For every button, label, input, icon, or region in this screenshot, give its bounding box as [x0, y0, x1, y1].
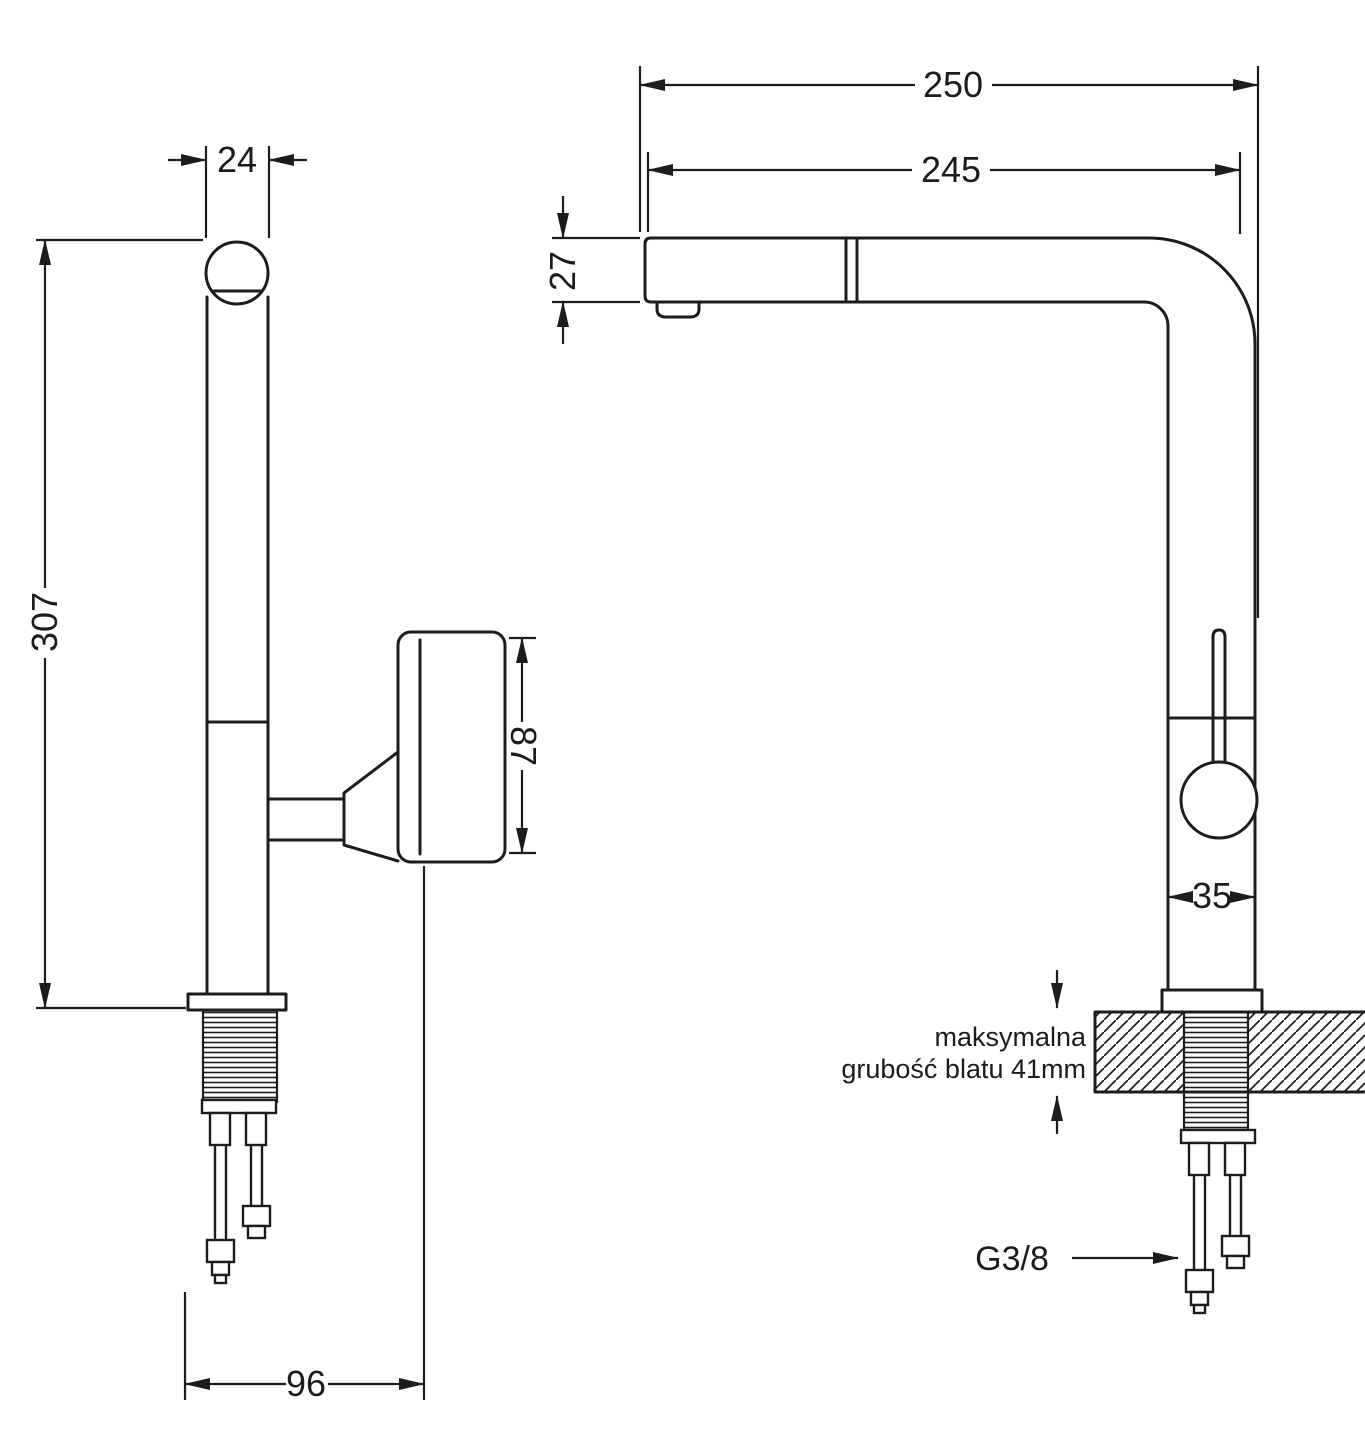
spout-top-circle [204, 240, 270, 306]
spout-inner-outline [649, 300, 1170, 992]
thread-size-label: G3/8 [975, 1240, 1049, 1278]
spout-tip-cap [643, 236, 653, 304]
dim-96-label: 96 [286, 1363, 326, 1404]
dimension-total-height: 307 [24, 238, 203, 1010]
base-flange-front [1160, 988, 1264, 1014]
thread-size-callout: G3/8 [975, 1240, 1179, 1278]
dim-307-label: 307 [24, 592, 65, 652]
front-view: 250 245 27 35 maksymalna grubość bla [542, 64, 1365, 1315]
supply-hoses-side [200, 1098, 278, 1285]
dim-24-label: 24 [217, 139, 257, 180]
dimension-body-diameter: 35 [1167, 875, 1256, 916]
dimension-spout-pipe-width: 24 [168, 139, 307, 238]
dim-250-label: 250 [923, 64, 983, 105]
dim-245-label: 245 [921, 149, 981, 190]
lever-handle-block [396, 630, 507, 864]
counter-note-line1: maksymalna [934, 1022, 1087, 1052]
countertop-hatch-left [1095, 1012, 1184, 1092]
mounting-thread-side [201, 1008, 279, 1104]
counter-note-line2: grubość blatu 41mm [841, 1054, 1086, 1084]
countertop-hatch-right [1248, 1012, 1365, 1092]
dimension-spout-end-height: 27 [542, 196, 640, 344]
dim-27-label: 27 [542, 251, 583, 291]
mounting-thread-front [1182, 1010, 1250, 1132]
dimension-base-depth: 96 [183, 866, 426, 1404]
pullout-separation-lines [844, 236, 859, 304]
aerator [655, 300, 701, 319]
supply-hoses-front [1179, 1128, 1257, 1315]
base-flange-side [186, 992, 288, 1012]
riser-pipe [205, 295, 270, 996]
side-view: 24 307 87 96 [24, 139, 544, 1404]
dim-35-label: 35 [1192, 875, 1232, 916]
dim-87-label: 87 [503, 726, 544, 766]
lever-knob-circle [1179, 760, 1259, 840]
spout-outer-outline [649, 236, 1257, 992]
lever-stick [1211, 628, 1227, 768]
lever-connector-cone [266, 750, 400, 863]
dimension-total-reach: 250 [638, 64, 1260, 618]
dimension-handle-length: 87 [503, 636, 544, 855]
dimension-spout-reach: 245 [646, 149, 1242, 234]
countertop-thickness-callout: maksymalna grubość blatu 41mm [841, 970, 1087, 1134]
